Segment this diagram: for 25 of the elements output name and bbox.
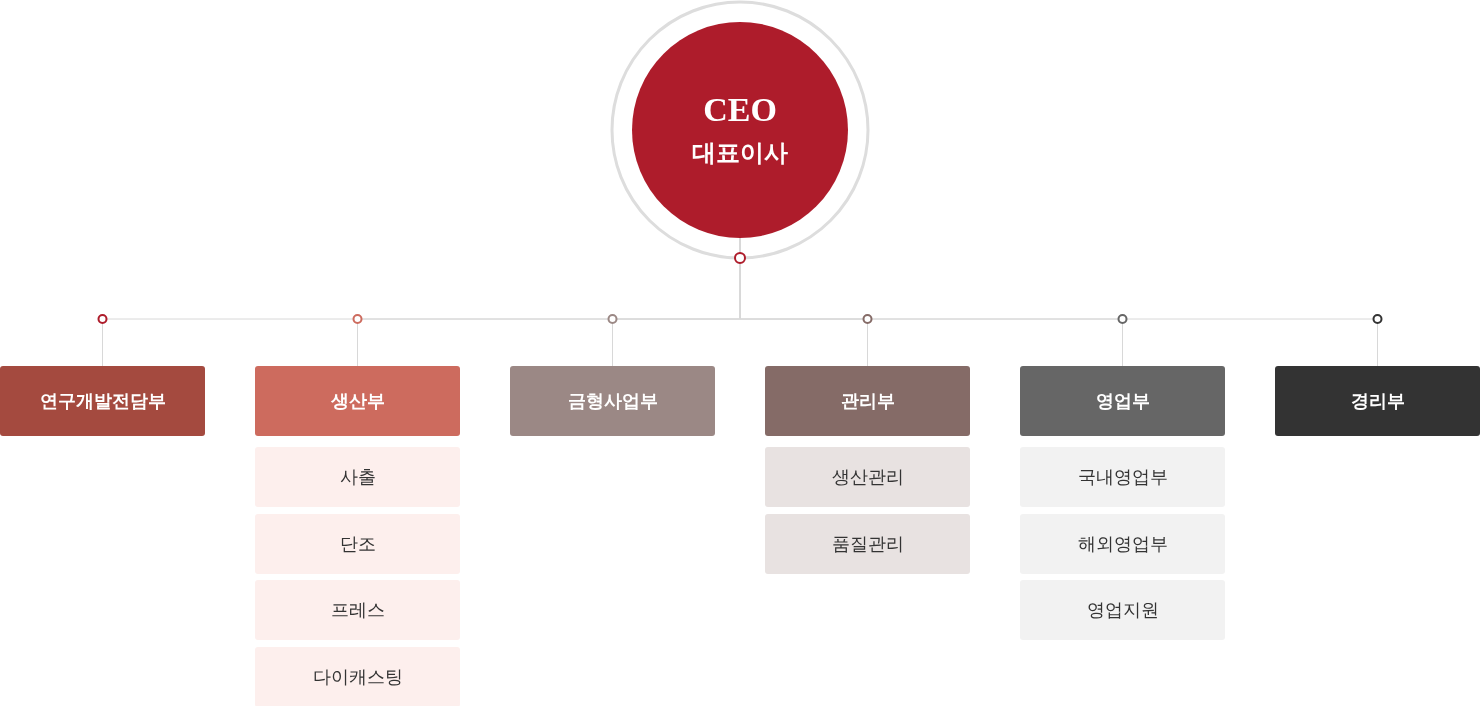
department-name: 단조 [339, 531, 376, 556]
team-box [765, 513, 970, 574]
department-name: 경리부 [1350, 389, 1405, 413]
department-box [0, 366, 205, 436]
department-box [1275, 366, 1480, 436]
department-box [765, 366, 970, 436]
department-name: 금형사업부 [567, 389, 658, 413]
ceo-title: CEO [703, 91, 777, 129]
department-name: 영업지원 [1086, 598, 1159, 622]
department-name: 생산관리 [831, 465, 904, 489]
department-box [510, 366, 715, 436]
department-name: 생산부 [330, 389, 385, 413]
department-box [1020, 366, 1225, 436]
department-name: 프레스 [330, 598, 385, 622]
department-name: 사출 [339, 465, 376, 489]
department-box [255, 366, 460, 436]
department-name: 연구개발전담부 [39, 389, 166, 413]
department-name: 다이캐스팅 [312, 664, 403, 689]
department-name: 국내영업부 [1077, 465, 1168, 489]
department-name: 해외영업부 [1077, 531, 1168, 556]
department-name: 영업부 [1095, 389, 1150, 413]
department-name: 품질관리 [831, 531, 904, 556]
team-box [765, 447, 970, 507]
ceo-subtitle: 대표이사 [692, 138, 788, 169]
department-name: 관리부 [840, 389, 895, 413]
